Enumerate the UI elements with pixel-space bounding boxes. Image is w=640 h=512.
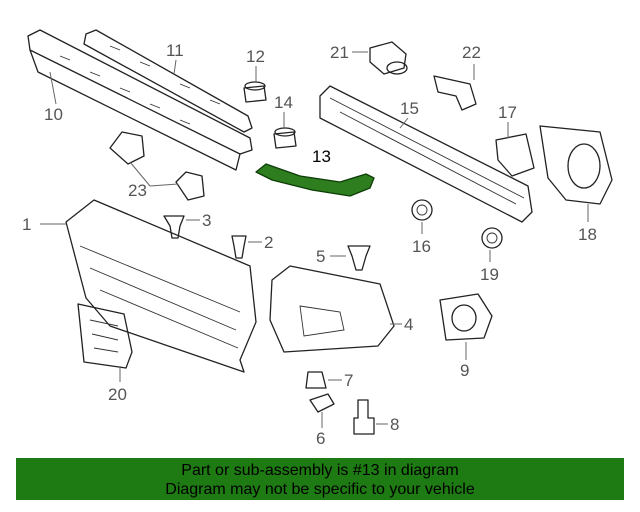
part-22-bracket: [433, 75, 477, 111]
part-4-end-cap: [269, 265, 395, 353]
part-14-nut: [273, 127, 297, 149]
callout-7: 7: [344, 371, 353, 390]
callout-21: 21: [330, 43, 349, 62]
part-7-clip: [305, 371, 327, 389]
part-23-brackets: [109, 131, 205, 201]
part-21-sensor: [369, 41, 408, 75]
callouts: 1 2 3 4 5 6 7 8 9 10 11 12 13 14 15 16 1…: [22, 41, 597, 448]
callout-8: 8: [390, 415, 399, 434]
part-10-upper-support: [27, 29, 253, 171]
part-2-bolt: [231, 235, 247, 259]
callout-12: 12: [246, 47, 265, 66]
footer-line-1: Part or sub-assembly is #13 in diagram: [181, 462, 459, 479]
callout-20: 20: [108, 385, 127, 404]
footer-banner: Part or sub-assembly is #13 in diagram D…: [16, 458, 624, 500]
part-20-license-bracket: [77, 303, 133, 369]
part-15-bar: [319, 85, 533, 223]
callout-3: 3: [202, 211, 211, 230]
callout-5: 5: [316, 247, 325, 266]
part-16-retainer: [411, 199, 433, 221]
callout-11: 11: [166, 41, 184, 60]
part-9-fog-cover: [439, 293, 493, 341]
callout-6: 6: [316, 429, 325, 448]
part-8-bolt: [353, 399, 375, 435]
callout-15: 15: [400, 99, 419, 118]
callout-9: 9: [460, 361, 469, 380]
callout-4: 4: [404, 315, 413, 334]
footer-line-2: Diagram may not be specific to your vehi…: [165, 481, 475, 498]
callout-18: 18: [578, 225, 597, 244]
callout-10: 10: [44, 105, 63, 124]
callout-1: 1: [22, 215, 31, 234]
part-1-bumper-cover: [65, 199, 257, 373]
callout-2: 2: [264, 233, 273, 252]
part-11-upper-bar: [83, 29, 253, 133]
part-12-nut: [243, 81, 267, 103]
callout-14: 14: [274, 93, 293, 112]
callout-19: 19: [480, 265, 499, 284]
callout-23: 23: [128, 181, 147, 200]
part-3-clip: [163, 215, 185, 239]
callout-16: 16: [412, 237, 431, 256]
part-17-bracket: [495, 133, 535, 177]
part-5-clip: [347, 245, 371, 271]
leader-lines: [40, 51, 589, 428]
part-6-retainer: [309, 393, 335, 413]
part-13-reinforcement: [255, 163, 375, 197]
part-18-bracket: [539, 125, 613, 205]
callout-17: 17: [498, 103, 517, 122]
callout-13: 13: [312, 147, 331, 166]
part-19-retainer: [481, 227, 503, 249]
callout-22: 22: [462, 43, 481, 62]
